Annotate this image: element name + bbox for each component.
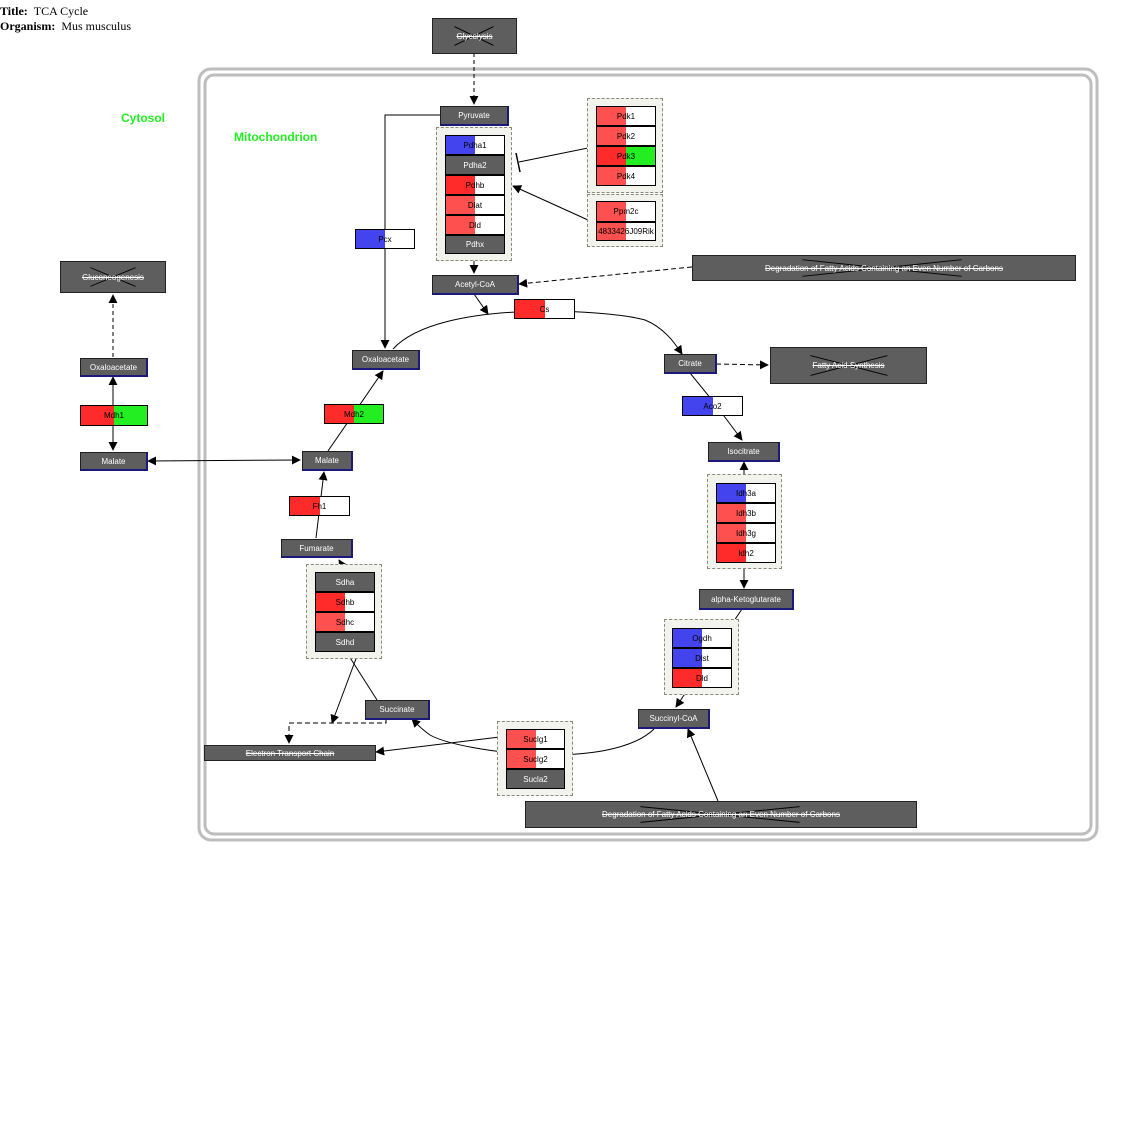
pathway-glycolysis-label: Glycolysis [456, 31, 493, 41]
gene-idh3g[interactable]: Idh3g [716, 523, 776, 543]
metabolite-citrate[interactable]: Citrate [664, 354, 717, 374]
metabolite-acetyl-coa[interactable]: Acetyl-CoA [432, 275, 519, 295]
gene-dlat[interactable]: Dlat [445, 195, 505, 215]
gene-pcx[interactable]: Pcx [355, 229, 415, 249]
mitochondrion-label: Mitochondrion [234, 130, 318, 144]
pathway-fatty-acid-degradation-bottom-label: Degradation of Fatty Acids Containing an… [602, 810, 840, 819]
pathway-fatty-acid-degradation-top-label: Degradation of Fatty Acids Containing an… [765, 263, 1003, 273]
title-value: TCA Cycle [33, 4, 89, 18]
metabolite-malate-mito[interactable]: Malate [302, 451, 353, 471]
pathway-glycolysis[interactable]: Glycolysis [432, 18, 517, 54]
gene-pdk3[interactable]: Pdk3 [596, 146, 656, 166]
pathway-gluconeogenesis[interactable]: Gluconeogenesis [60, 261, 166, 293]
metabolite-alpha-ketoglutarate[interactable]: alpha-Ketoglutarate [699, 589, 794, 610]
cytosol-label: Cytosol [121, 111, 166, 125]
pathway-fatty-acid-synthesis-label: Fatty Acid Synthesis [812, 361, 885, 370]
gene-pdha1[interactable]: Pdha1 [445, 135, 505, 155]
pathway-fatty-acid-synthesis[interactable]: Fatty Acid Synthesis [770, 347, 927, 384]
mitochondrion-border [197, 67, 1099, 842]
gene-mdh1[interactable]: Mdh1 [80, 405, 148, 426]
gene-idh2[interactable]: Idh2 [716, 543, 776, 563]
metabolite-pyruvate[interactable]: Pyruvate [440, 106, 509, 126]
gene-pdk1[interactable]: Pdk1 [596, 106, 656, 126]
gene-sdhb[interactable]: Sdhb [315, 592, 375, 612]
pathway-gluconeogenesis-label: Gluconeogenesis [82, 272, 144, 282]
metabolite-fumarate[interactable]: Fumarate [281, 539, 353, 558]
organism-value: Mus musculus [61, 19, 132, 33]
gene-ogdh[interactable]: Ogdh [672, 628, 732, 648]
gene-sdhd[interactable]: Sdhd [315, 632, 375, 652]
metabolite-oxaloacetate-mito[interactable]: Oxaloacetate [352, 350, 420, 370]
gene-pdhb[interactable]: Pdhb [445, 175, 505, 195]
gene-suclg2[interactable]: Suclg2 [506, 749, 565, 769]
organism-line: Organism: Mus musculus [0, 19, 131, 34]
gene-idh3a[interactable]: Idh3a [716, 483, 776, 503]
metabolite-succinate[interactable]: Succinate [365, 700, 430, 720]
pathway-electron-transport-chain[interactable]: Electron Transport Chain [204, 745, 376, 761]
gene-pdk4[interactable]: Pdk4 [596, 166, 656, 186]
gene-4833426j09rik[interactable]: 4833426J09Rik [596, 222, 656, 241]
gene-ppm2c[interactable]: Ppm2c [596, 201, 656, 222]
gene-pdha2[interactable]: Pdha2 [445, 155, 505, 175]
metabolite-malate-cyto[interactable]: Malate [80, 452, 148, 471]
title-label: Title: [0, 4, 28, 18]
title-line: Title: TCA Cycle [0, 4, 88, 19]
metabolite-oxaloacetate-cyto[interactable]: Oxaloacetate [80, 358, 148, 377]
gene-dld-ogdh[interactable]: Dld [672, 668, 732, 688]
gene-mdh2[interactable]: Mdh2 [324, 404, 384, 424]
gene-dld-pdh[interactable]: Dld [445, 215, 505, 235]
pathway-electron-transport-chain-label: Electron Transport Chain [245, 748, 335, 758]
gene-dlst[interactable]: Dlst [672, 648, 732, 668]
metabolite-isocitrate[interactable]: Isocitrate [708, 442, 780, 462]
gene-cs[interactable]: Cs [514, 299, 575, 319]
gene-sucla2[interactable]: Sucla2 [506, 769, 565, 789]
gene-pdk2[interactable]: Pdk2 [596, 126, 656, 146]
gene-idh3b[interactable]: Idh3b [716, 503, 776, 523]
gene-pdhx[interactable]: Pdhx [445, 235, 505, 254]
metabolite-succinyl-coa[interactable]: Succinyl-CoA [638, 709, 710, 729]
gene-sdha[interactable]: Sdha [315, 572, 375, 592]
gene-sdhc[interactable]: Sdhc [315, 612, 375, 632]
pathway-fatty-acid-degradation-top[interactable]: Degradation of Fatty Acids Containing an… [692, 255, 1076, 281]
organism-label: Organism: [0, 19, 56, 33]
gene-fh1[interactable]: Fh1 [289, 496, 350, 516]
gene-aco2[interactable]: Aco2 [682, 396, 743, 416]
gene-suclg1[interactable]: Suclg1 [506, 729, 565, 749]
pathway-fatty-acid-degradation-bottom[interactable]: Degradation of Fatty Acids Containing an… [525, 801, 917, 828]
